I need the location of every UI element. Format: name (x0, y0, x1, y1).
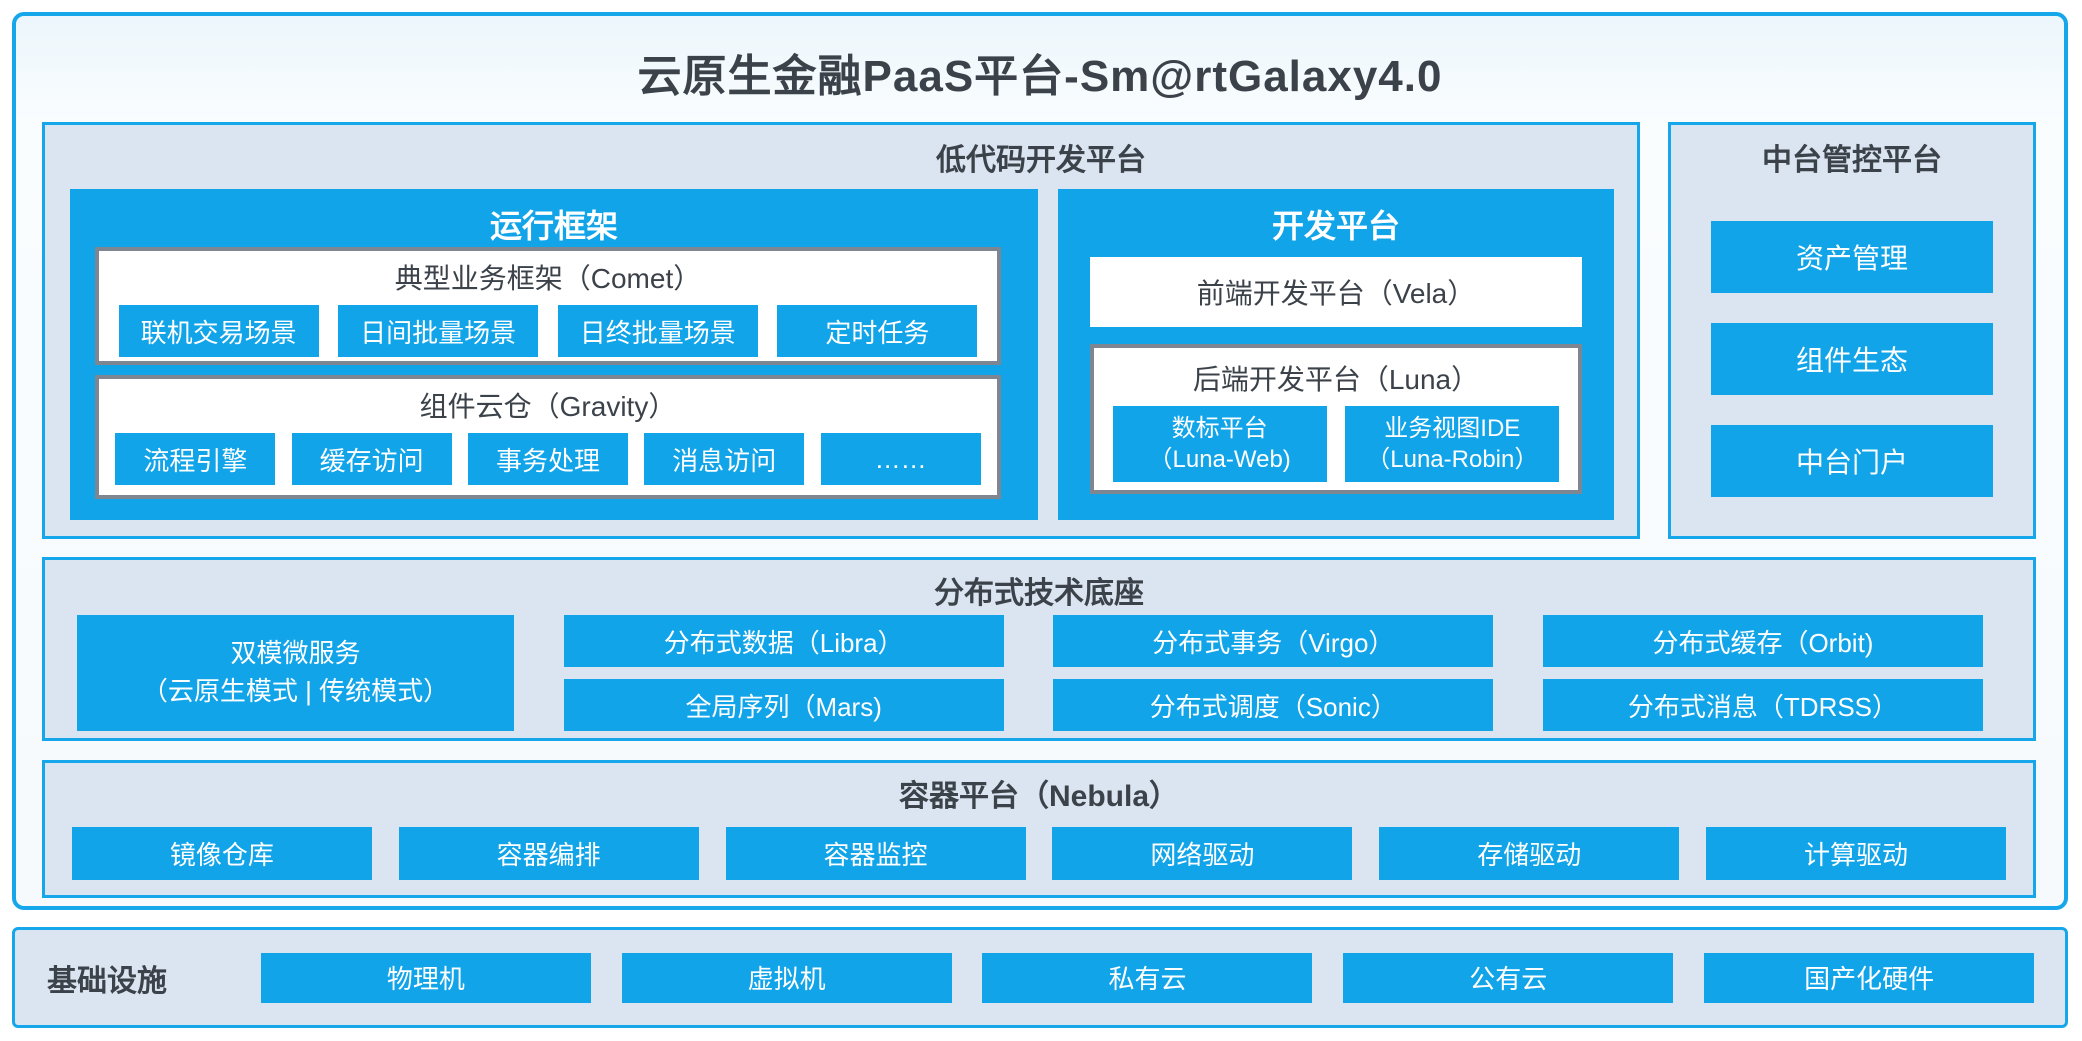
container-platform-title: 容器平台（Nebula） (898, 780, 1180, 813)
infrastructure-items: 物理机 虚拟机 私有云 公有云 国产化硬件 (230, 952, 2065, 1003)
luna-items-row: 数标平台 （Luna-Web) 业务视图IDE （Luna-Robin） (1094, 406, 1578, 482)
infra-item-private-cloud: 私有云 (982, 952, 1313, 1003)
infra-item-domestic-hardware: 国产化硬件 (1704, 952, 2035, 1003)
luna-item-data-platform: 数标平台 （Luna-Web) (1112, 406, 1327, 482)
distributed-item-message-tdrss: 分布式消息（TDRSS） (1542, 679, 1983, 731)
infra-item-public-cloud: 公有云 (1343, 952, 1674, 1003)
container-item-compute-driver: 计算驱动 (1706, 827, 2007, 880)
comet-item-scheduled-task: 定时任务 (777, 305, 978, 357)
gravity-title: 组件云仓（Gravity） (419, 391, 677, 422)
container-item-network-driver: 网络驱动 (1052, 827, 1353, 880)
dual-mode-line1: 双模微服务 (230, 638, 361, 669)
luna-item-data-platform-line1: 数标平台 (1171, 414, 1268, 442)
section-midplatform: 中台管控平台 资产管理 组件生态 中台门户 (1668, 122, 2036, 539)
comet-item-daytime-batch: 日间批量场景 (338, 305, 539, 357)
comet-item-online-trading: 联机交易场景 (118, 305, 319, 357)
distributed-item-transaction-virgo: 分布式事务（Virgo） (1053, 615, 1494, 667)
gravity-item-process-engine: 流程引擎 (115, 433, 276, 485)
midplatform-item-asset-management: 资产管理 (1711, 221, 1993, 293)
container-item-image-repo: 镜像仓库 (71, 827, 372, 880)
distributed-content: 双模微服务 （云原生模式 | 传统模式） 分布式数据（Libra） 全局序列（M… (77, 615, 1983, 731)
section-distributed-base: 分布式技术底座 双模微服务 （云原生模式 | 传统模式） 分布式数据（Libra… (42, 557, 2036, 741)
gravity-item-transaction: 事务处理 (467, 433, 628, 485)
container-item-monitoring: 容器监控 (725, 827, 1026, 880)
gravity-item-ellipsis: …… (820, 433, 981, 485)
infra-item-physical-machine: 物理机 (260, 952, 591, 1003)
container-item-orchestration: 容器编排 (398, 827, 699, 880)
luna-item-business-view-ide-line1: 业务视图IDE (1384, 414, 1521, 442)
distributed-column-3: 分布式缓存（Orbit) 分布式消息（TDRSS） (1542, 615, 1983, 731)
distributed-dual-mode-microservice: 双模微服务 （云原生模式 | 传统模式） (77, 615, 514, 731)
box-luna-backend: 后端开发平台（Luna） 数标平台 （Luna-Web) 业务视图IDE （Lu… (1090, 344, 1582, 494)
distributed-item-sequence-mars: 全局序列（Mars) (563, 679, 1004, 731)
infra-item-virtual-machine: 虚拟机 (621, 952, 952, 1003)
container-item-storage-driver: 存储驱动 (1379, 827, 1680, 880)
section-infrastructure: 基础设施 物理机 虚拟机 私有云 公有云 国产化硬件 (12, 927, 2068, 1028)
comet-title: 典型业务框架（Comet） (394, 263, 702, 294)
dev-platform-title: 开发平台 (1271, 208, 1400, 244)
midplatform-title: 中台管控平台 (1762, 144, 1942, 177)
box-comet-framework: 典型业务框架（Comet） 联机交易场景 日间批量场景 日终批量场景 定时任务 (95, 247, 1001, 365)
gravity-item-cache-access: 缓存访问 (291, 433, 452, 485)
section-container-platform: 容器平台（Nebula） 镜像仓库 容器编排 容器监控 网络驱动 存储驱动 计算… (42, 760, 2036, 898)
midplatform-item-portal: 中台门户 (1711, 425, 1993, 497)
gravity-item-message-access: 消息访问 (644, 433, 805, 485)
block-runtime-framework: 运行框架 典型业务框架（Comet） 联机交易场景 日间批量场景 日终批量场景 … (70, 189, 1038, 520)
page-title: 云原生金融PaaS平台-Sm@rtGalaxy4.0 (637, 52, 1443, 101)
luna-item-business-view-ide: 业务视图IDE （Luna-Robin） (1345, 406, 1560, 482)
box-gravity-component-repo: 组件云仓（Gravity） 流程引擎 缓存访问 事务处理 消息访问 …… (95, 375, 1001, 499)
distributed-column-2: 分布式事务（Virgo） 分布式调度（Sonic） (1053, 615, 1494, 731)
section-lowcode-title: 低代码开发平台 (936, 144, 1146, 177)
runtime-framework-title: 运行框架 (489, 208, 618, 244)
section-lowcode-platform: 低代码开发平台 运行框架 典型业务框架（Comet） 联机交易场景 日间批量场景… (42, 122, 1640, 539)
distributed-column-1: 分布式数据（Libra） 全局序列（Mars) (563, 615, 1004, 731)
distributed-item-cache-orbit: 分布式缓存（Orbit) (1542, 615, 1983, 667)
comet-item-endofday-batch: 日终批量场景 (557, 305, 758, 357)
box-vela-frontend: 前端开发平台（Vela） (1090, 257, 1582, 327)
dual-mode-line2: （云原生模式 | 传统模式） (141, 676, 450, 706)
gravity-items-row: 流程引擎 缓存访问 事务处理 消息访问 …… (99, 433, 997, 485)
luna-title: 后端开发平台（Luna） (1192, 364, 1480, 395)
midplatform-item-component-ecosystem: 组件生态 (1711, 323, 1993, 395)
container-platform-items: 镜像仓库 容器编排 容器监控 网络驱动 存储驱动 计算驱动 (45, 827, 2033, 880)
distributed-item-data-libra: 分布式数据（Libra） (563, 615, 1004, 667)
infrastructure-title: 基础设施 (47, 964, 167, 998)
midplatform-items: 资产管理 组件生态 中台门户 (1671, 221, 2033, 497)
luna-item-business-view-ide-line2: （Luna-Robin） (1366, 446, 1539, 473)
distributed-title: 分布式技术底座 (934, 577, 1144, 610)
distributed-item-scheduling-sonic: 分布式调度（Sonic） (1053, 679, 1494, 731)
block-dev-platform: 开发平台 前端开发平台（Vela） 后端开发平台（Luna） 数标平台 （Lun… (1058, 189, 1614, 520)
comet-items-row: 联机交易场景 日间批量场景 日终批量场景 定时任务 (99, 305, 997, 357)
luna-item-data-platform-line2: （Luna-Web) (1148, 446, 1291, 473)
